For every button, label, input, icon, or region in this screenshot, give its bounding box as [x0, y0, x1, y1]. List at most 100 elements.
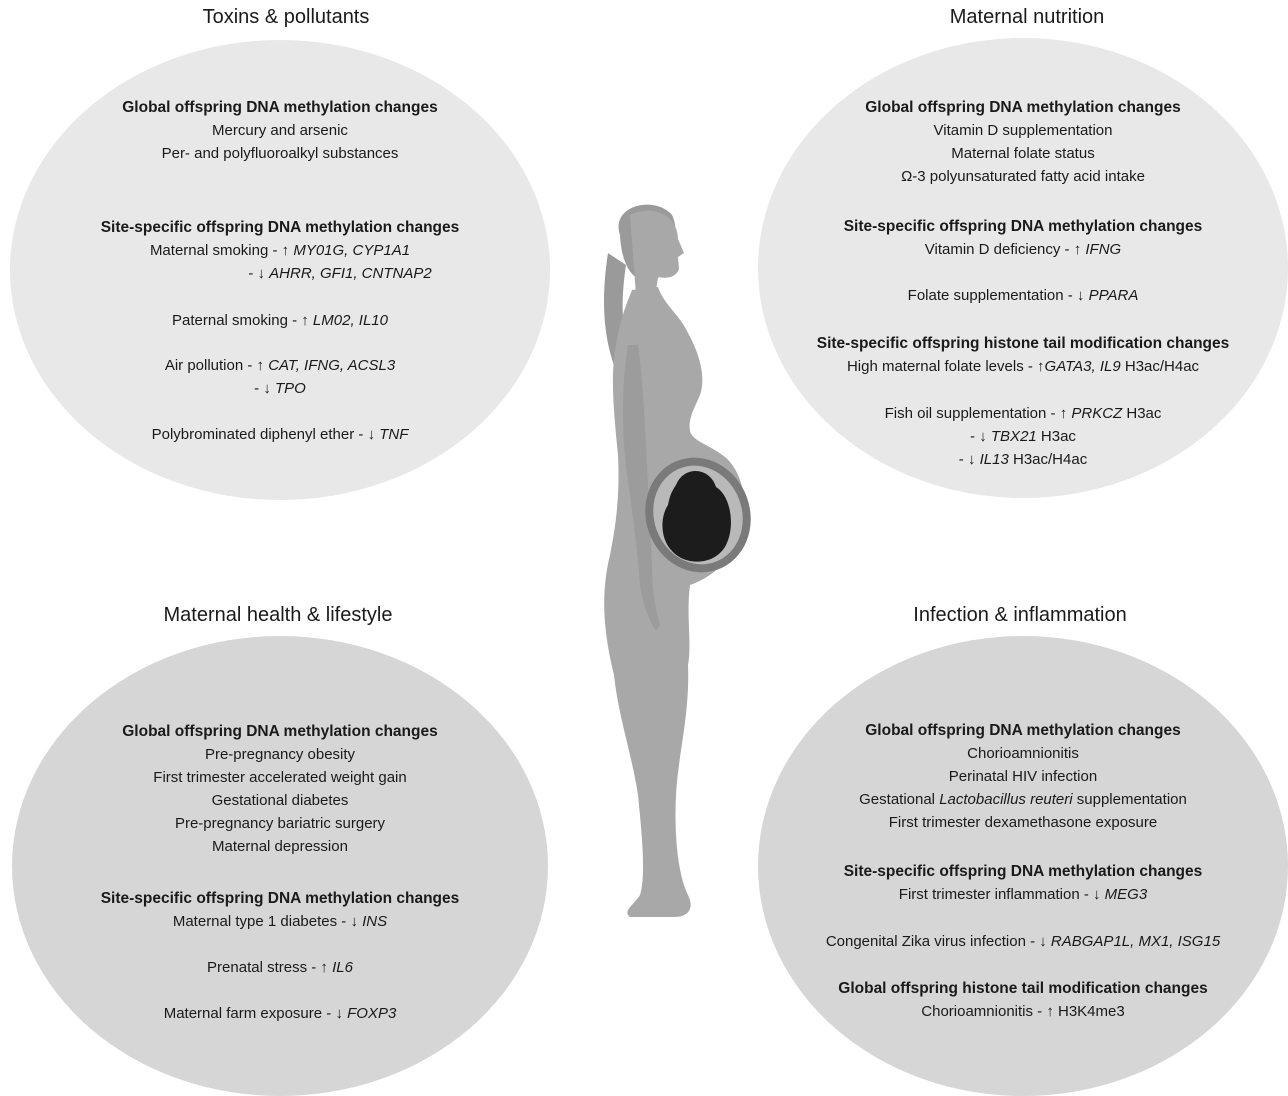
maternal-smoking-up-genes: MY01G, CYP1A1 — [293, 242, 410, 259]
pbde-row: Polybrominated diphenyl ether - ↓ TNF — [10, 423, 550, 446]
stress-label: Prenatal stress - — [207, 959, 320, 976]
fish-oil-up-suffix: H3ac — [1122, 405, 1161, 422]
health-site-header: Site-specific offspring DNA methylation … — [12, 887, 548, 910]
infection-title: Infection & inflammation — [760, 604, 1280, 627]
dash: - — [254, 380, 263, 397]
inflammation-genes: MEG3 — [1105, 886, 1148, 903]
nutrition-histone-header: Site-specific offspring histone tail mod… — [758, 332, 1288, 355]
t1d-label: Maternal type 1 diabetes - — [173, 913, 351, 930]
arrow-up-icon: ↑ — [301, 312, 309, 329]
fish-oil-label: Fish oil supplementation - — [885, 405, 1060, 422]
lacto-suffix: supplementation — [1073, 791, 1187, 808]
maternal-smoking-row: Maternal smoking - ↑ MY01G, CYP1A1 — [10, 239, 550, 262]
health-ellipse: Global offspring DNA methylation changes… — [12, 636, 548, 1096]
air-pollution-up-genes: CAT, IFNG, ACSL3 — [268, 357, 395, 374]
fish-oil-down2-genes: IL13 — [980, 451, 1009, 468]
inflammation-label: First trimester inflammation - — [899, 886, 1093, 903]
farm-genes: FOXP3 — [347, 1005, 396, 1022]
fish-oil-down1-suffix: H3ac — [1037, 428, 1076, 445]
maternal-smoking-label: Maternal smoking - — [150, 242, 282, 259]
nutrition-site-header: Site-specific offspring DNA methylation … — [758, 215, 1288, 238]
infection-site-header: Site-specific offspring DNA methylation … — [758, 860, 1288, 883]
dash: - — [959, 451, 968, 468]
infection-global-item: First trimester dexamethasone exposure — [758, 811, 1288, 834]
paternal-smoking-genes: LM02, IL10 — [313, 312, 388, 329]
arrow-up-icon: ↑ — [1074, 241, 1082, 258]
maternal-smoking-down-genes: AHRR, GFI1, CNTNAP2 — [269, 265, 432, 282]
arrow-down-icon: ↓ — [350, 913, 358, 930]
arrow-down-icon: ↓ — [1039, 933, 1047, 950]
arrow-down-icon: ↓ — [968, 451, 976, 468]
health-global-item: Pre-pregnancy bariatric surgery — [12, 812, 548, 835]
air-pollution-down-row: - ↓ TPO — [10, 377, 550, 400]
chorio-suffix: H3K4me3 — [1058, 1003, 1125, 1020]
lacto-prefix: Gestational — [859, 791, 939, 808]
high-folate-genes: GATA3, IL9 — [1045, 358, 1121, 375]
zika-row: Congenital Zika virus infection - ↓ RABG… — [758, 930, 1288, 953]
pbde-label: Polybrominated diphenyl ether - — [152, 426, 368, 443]
pregnant-woman-illustration — [560, 195, 760, 925]
health-title: Maternal health & lifestyle — [18, 604, 538, 627]
infection-global-header: Global offspring DNA methylation changes — [758, 719, 1288, 742]
pbde-genes: TNF — [379, 426, 408, 443]
nutrition-global-item: Maternal folate status — [758, 142, 1288, 165]
toxins-global-item: Per- and polyfluoroalkyl substances — [10, 142, 550, 165]
health-global-item: Pre-pregnancy obesity — [12, 743, 548, 766]
health-global-item: Maternal depression — [12, 835, 548, 858]
zika-label: Congenital Zika virus infection - — [826, 933, 1039, 950]
paternal-smoking-label: Paternal smoking - — [172, 312, 301, 329]
folate-genes: PPARA — [1089, 287, 1139, 304]
toxins-site-header: Site-specific offspring DNA methylation … — [10, 216, 550, 239]
lacto-row: Gestational Lactobacillus reuteri supple… — [758, 788, 1288, 811]
infection-global-item: Perinatal HIV infection — [758, 765, 1288, 788]
nutrition-global-header: Global offspring DNA methylation changes — [758, 96, 1288, 119]
arrow-down-icon: ↓ — [257, 265, 265, 282]
toxins-ellipse: Global offspring DNA methylation changes… — [10, 40, 550, 500]
fish-oil-row: Fish oil supplementation - ↑ PRKCZ H3ac — [758, 402, 1288, 425]
high-folate-label: High maternal folate levels - — [847, 358, 1037, 375]
fish-oil-down2-row: - ↓ IL13 H3ac/H4ac — [758, 448, 1288, 471]
paternal-smoking-row: Paternal smoking - ↑ LM02, IL10 — [10, 309, 550, 332]
farm-label: Maternal farm exposure - — [164, 1005, 336, 1022]
chorio-label: Chorioamnionitis - — [921, 1003, 1046, 1020]
arrow-up-icon: ↑ — [320, 959, 328, 976]
stress-genes: IL6 — [332, 959, 353, 976]
arrow-down-icon: ↓ — [335, 1005, 343, 1022]
arrow-down-icon: ↓ — [979, 428, 987, 445]
maternal-smoking-down-row: - ↓ AHRR, GFI1, CNTNAP2 — [10, 262, 550, 285]
zika-genes: RABGAP1L, MX1, ISG15 — [1051, 933, 1220, 950]
health-global-item: First trimester accelerated weight gain — [12, 766, 548, 789]
arrow-up-icon: ↑ — [257, 357, 265, 374]
chorio-histone-row: Chorioamnionitis - ↑ H3K4me3 — [758, 1000, 1288, 1023]
arrow-up-icon: ↑ — [1037, 358, 1045, 375]
infection-histone-header: Global offspring histone tail modificati… — [758, 977, 1288, 1000]
arrow-down-icon: ↓ — [263, 380, 271, 397]
toxins-global-item: Mercury and arsenic — [10, 119, 550, 142]
health-global-item: Gestational diabetes — [12, 789, 548, 812]
infection-global-item: Chorioamnionitis — [758, 742, 1288, 765]
nutrition-title: Maternal nutrition — [767, 6, 1287, 29]
high-folate-suffix: H3ac/H4ac — [1121, 358, 1199, 375]
fish-oil-down2-suffix: H3ac/H4ac — [1009, 451, 1087, 468]
fish-oil-up-genes: PRKCZ — [1071, 405, 1122, 422]
inflammation-row: First trimester inflammation - ↓ MEG3 — [758, 883, 1288, 906]
dash: - — [970, 428, 979, 445]
t1d-row: Maternal type 1 diabetes - ↓ INS — [12, 910, 548, 933]
lacto-species: Lactobacillus reuteri — [939, 791, 1072, 808]
fish-oil-down1-row: - ↓ TBX21 H3ac — [758, 425, 1288, 448]
fish-oil-down1-genes: TBX21 — [991, 428, 1037, 445]
nutrition-global-item: Ω-3 polyunsaturated fatty acid intake — [758, 165, 1288, 188]
arrow-down-icon: ↓ — [368, 426, 376, 443]
stress-row: Prenatal stress - ↑ IL6 — [12, 956, 548, 979]
high-folate-row: High maternal folate levels - ↑GATA3, IL… — [758, 355, 1288, 378]
arrow-up-icon: ↑ — [1060, 405, 1068, 422]
toxins-global-header: Global offspring DNA methylation changes — [10, 96, 550, 119]
health-global-header: Global offspring DNA methylation changes — [12, 720, 548, 743]
t1d-genes: INS — [362, 913, 387, 930]
folate-label: Folate supplementation - — [908, 287, 1077, 304]
air-pollution-label: Air pollution - — [165, 357, 257, 374]
nutrition-ellipse: Global offspring DNA methylation changes… — [758, 38, 1288, 498]
folate-row: Folate supplementation - ↓ PPARA — [758, 284, 1288, 307]
nutrition-global-item: Vitamin D supplementation — [758, 119, 1288, 142]
air-pollution-row: Air pollution - ↑ CAT, IFNG, ACSL3 — [10, 354, 550, 377]
